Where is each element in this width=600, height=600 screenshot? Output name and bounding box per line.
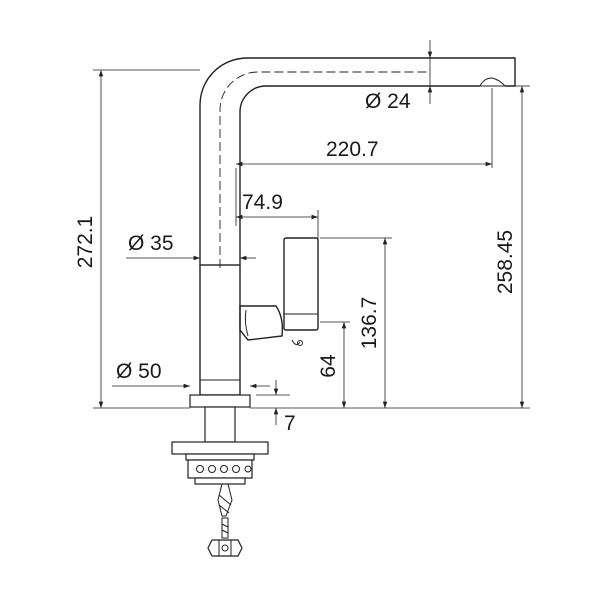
aerator-tip xyxy=(479,77,507,87)
faucet-outline xyxy=(171,57,516,557)
label-lever-base-height: 64 xyxy=(317,354,340,378)
label-body-diameter-upper: Ø 35 xyxy=(128,232,174,255)
spout-inner-edge xyxy=(239,85,480,265)
label-spout-reach: 220.7 xyxy=(326,138,379,161)
body-cylinder xyxy=(199,264,241,396)
dimension-labels: Ø 24 220.7 74.9 Ø 35 Ø 50 7 272.1 258.45… xyxy=(74,90,517,435)
mounting-plate xyxy=(171,441,269,455)
label-base-thickness: 7 xyxy=(284,412,296,435)
dimension-lines xyxy=(98,40,525,425)
label-outlet-height: 258.45 xyxy=(494,230,517,294)
spout-outer-edge xyxy=(199,57,516,265)
hose-nut xyxy=(207,539,243,557)
label-spout-diameter: Ø 24 xyxy=(365,90,411,113)
label-lever-offset: 74.9 xyxy=(242,191,283,214)
label-base-diameter: Ø 50 xyxy=(116,360,162,383)
label-lever-height: 136.7 xyxy=(358,297,381,350)
supply-hose xyxy=(217,483,233,517)
label-overall-height: 272.1 xyxy=(74,216,97,269)
lever-joint xyxy=(239,305,284,341)
base-neck xyxy=(204,406,236,443)
lever-tip xyxy=(291,339,301,346)
base-flange xyxy=(189,394,251,408)
spout-centerline xyxy=(219,71,430,268)
lever-handle xyxy=(283,237,319,331)
